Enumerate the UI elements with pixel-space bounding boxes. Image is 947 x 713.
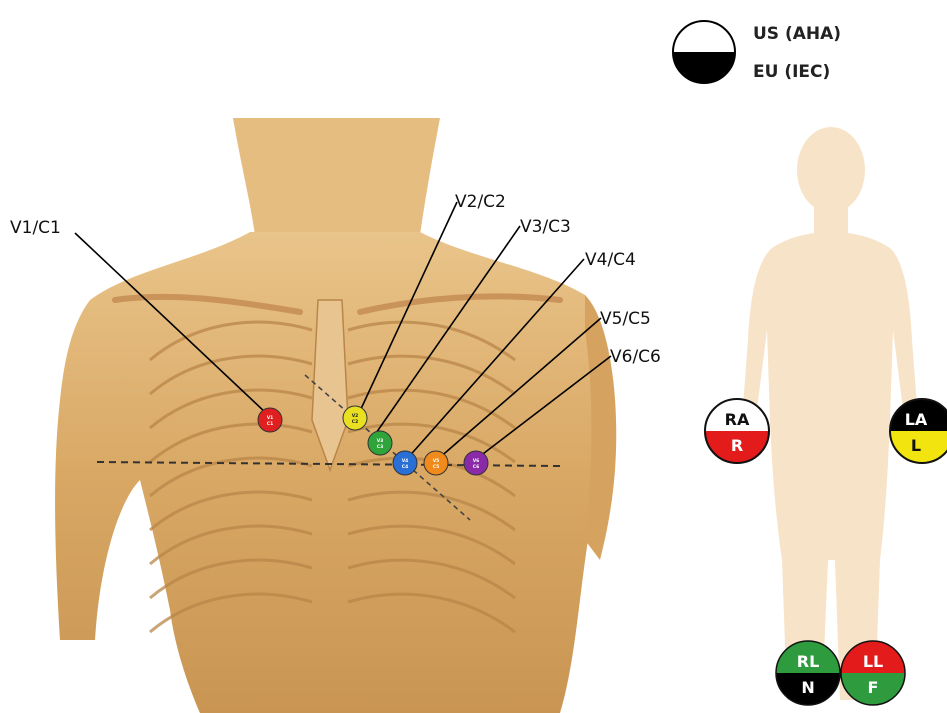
legend-eu-label: EU (IEC) [753, 62, 830, 82]
legend-us-label: US (AHA) [753, 24, 841, 44]
electrode-rl-eu: N [801, 678, 814, 697]
electrode-v6: V6 C6 [464, 451, 488, 475]
electrode-v6-eu: C6 [473, 464, 479, 470]
electrode-rl-us: RL [797, 652, 820, 671]
electrode-v5-eu: C5 [433, 464, 439, 470]
lead-label-v2: V2/C2 [455, 192, 506, 212]
neck [233, 118, 440, 235]
electrode-v5: V5 C5 [424, 451, 448, 475]
electrode-v2: V2 C2 [343, 406, 367, 430]
electrode-v5-us: V5 [433, 458, 440, 464]
electrode-ra: RA R [705, 399, 769, 463]
lead-label-v5: V5/C5 [600, 309, 651, 329]
body-silhouette [742, 127, 918, 700]
electrode-v4-eu: C4 [402, 464, 408, 470]
electrode-v2-eu: C2 [352, 419, 358, 425]
electrode-v1-us: V1 [267, 415, 274, 421]
electrode-v4-us: V4 [402, 458, 409, 464]
electrode-v1-eu: C1 [267, 421, 273, 427]
electrode-v4: V4 C4 [393, 451, 417, 475]
lead-label-v3: V3/C3 [520, 217, 571, 237]
electrode-v3-eu: C3 [377, 444, 383, 450]
electrode-rl: RL N [776, 641, 840, 705]
legend: US (AHA) EU (IEC) [673, 21, 841, 83]
lead-label-v1: V1/C1 [10, 218, 61, 238]
electrode-ll: LL F [841, 641, 905, 705]
electrode-la-us: LA [905, 410, 928, 429]
lead-label-v4: V4/C4 [585, 250, 636, 270]
lead-label-v6: V6/C6 [610, 347, 661, 367]
electrode-v3-us: V3 [377, 438, 384, 444]
electrode-ra-us: RA [725, 410, 750, 429]
legend-icon [673, 21, 735, 83]
electrode-ll-eu: F [868, 678, 879, 697]
electrode-la: LA L [890, 399, 947, 463]
electrode-v1: V1 C1 [258, 408, 282, 432]
electrode-la-eu: L [911, 436, 921, 455]
electrode-ra-eu: R [731, 436, 743, 455]
electrode-ll-us: LL [863, 652, 883, 671]
electrode-v3: V3 C3 [368, 431, 392, 455]
electrode-v6-us: V6 [473, 458, 480, 464]
electrode-v2-us: V2 [352, 413, 359, 419]
